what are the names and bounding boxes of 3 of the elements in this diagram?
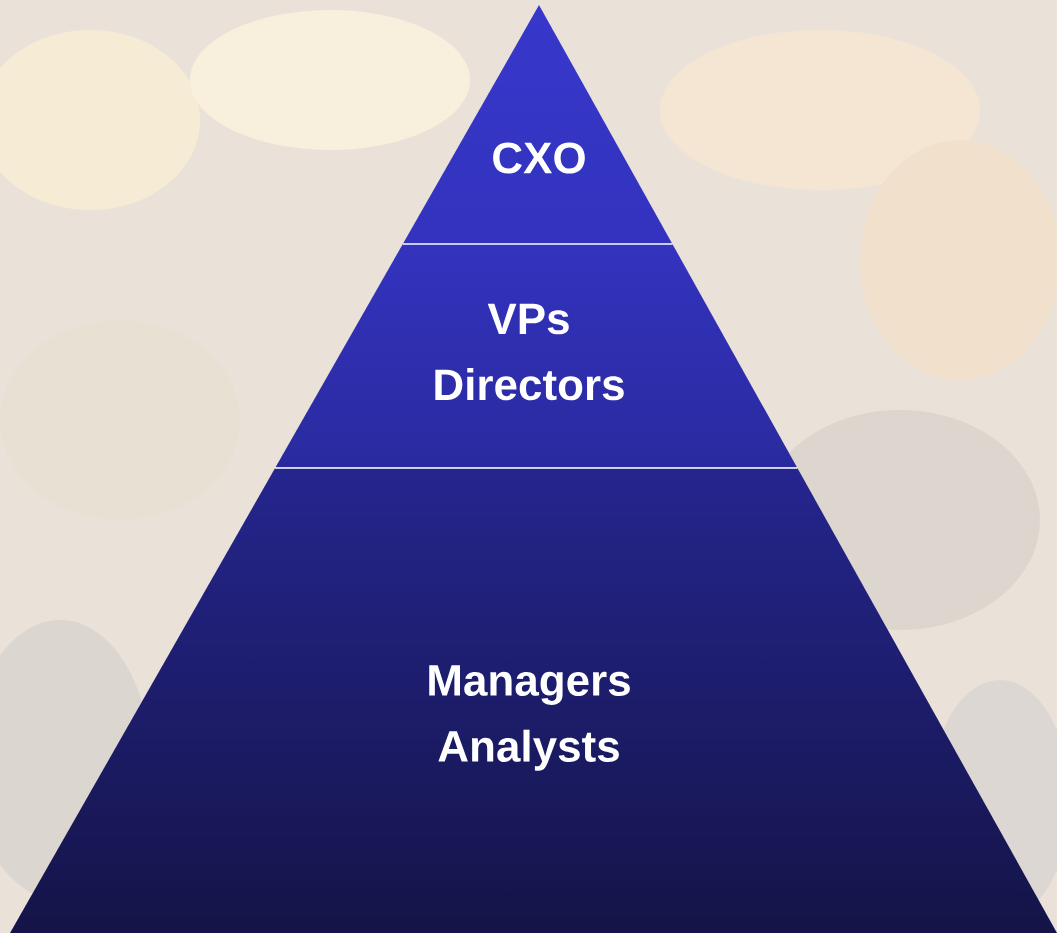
pyramid-level: CXO <box>493 142 585 174</box>
pyramid-level: Managers Analysts <box>429 665 630 771</box>
pyramid-level: VPs Directors <box>435 303 624 401</box>
